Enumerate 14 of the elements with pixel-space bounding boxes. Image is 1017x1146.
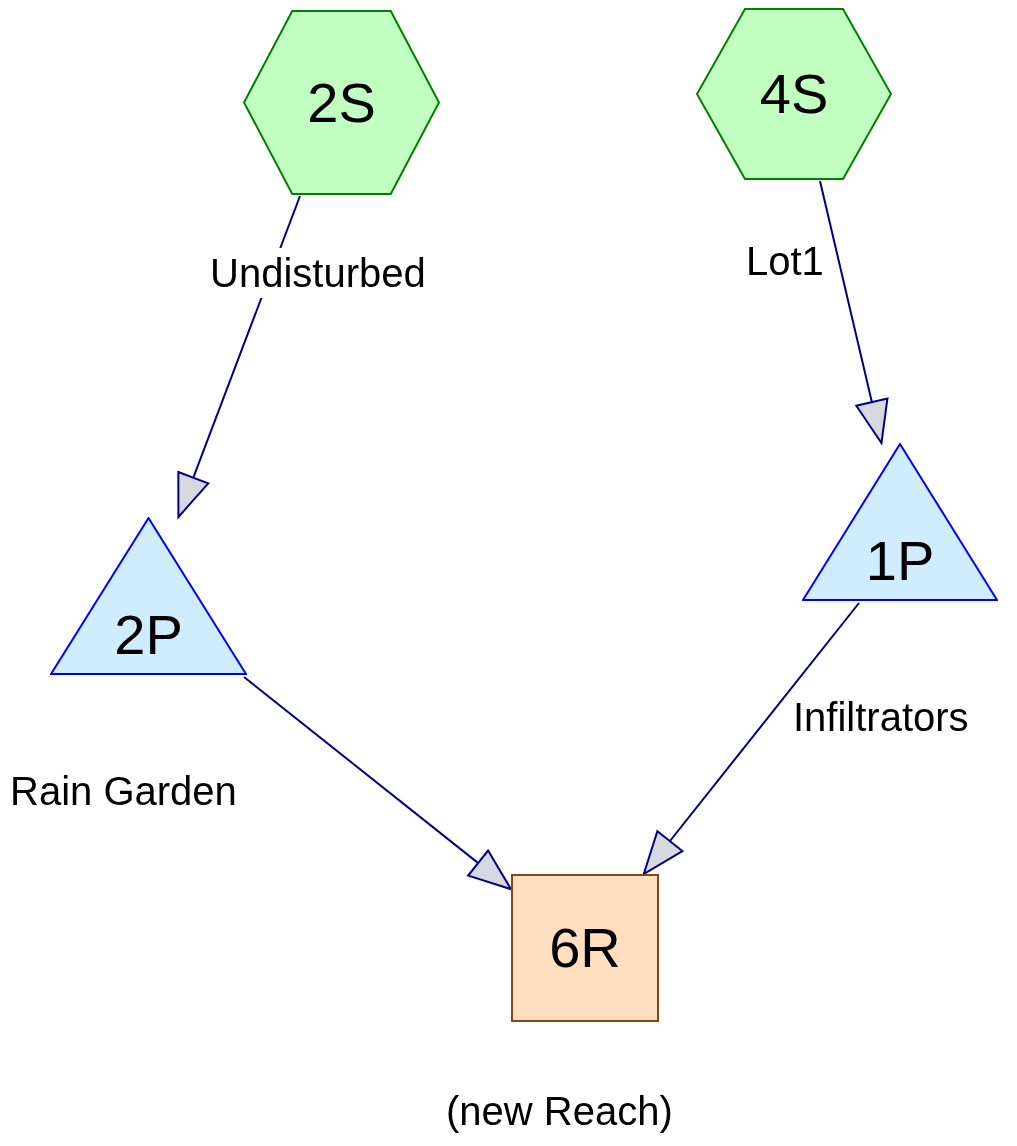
node-id: 6R: [549, 920, 621, 976]
hexagon-node: [243, 10, 440, 195]
node-id: 2P: [114, 607, 183, 663]
node-id: 2S: [307, 74, 376, 131]
square-node: [511, 874, 659, 1022]
arrow: [243, 676, 512, 891]
triangle-node: [50, 517, 247, 675]
node-caption: Undisturbed: [210, 248, 426, 298]
triangle-node: [802, 443, 998, 601]
arrow: [642, 602, 860, 875]
node-id: 4S: [759, 66, 829, 122]
hexagon-node: [696, 8, 892, 180]
arrow: [819, 180, 889, 444]
node-id: 1P: [865, 533, 935, 589]
